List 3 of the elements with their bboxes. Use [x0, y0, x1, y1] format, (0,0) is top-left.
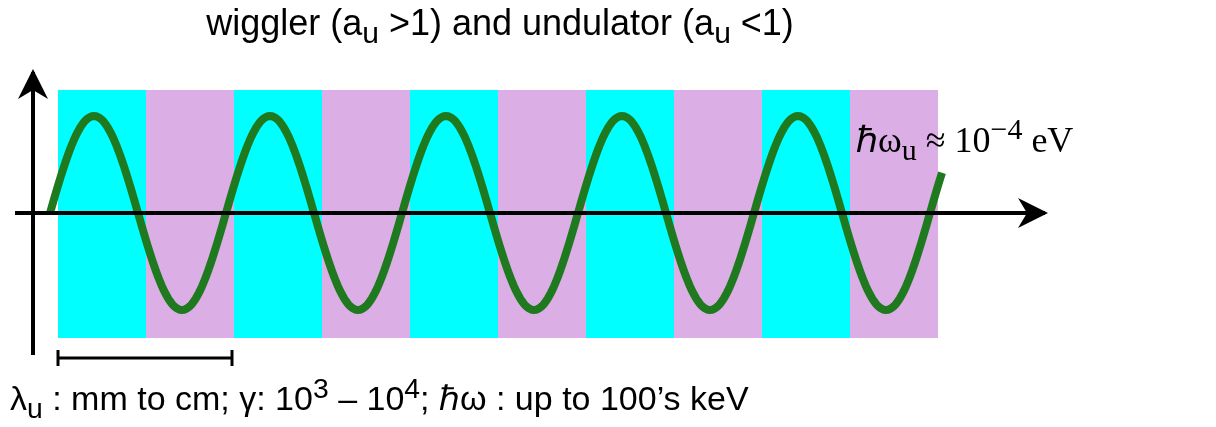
diagram-title: wiggler (a$_{u}$ >1) and undulator (a$_{u}$ <1) — [205, 2, 795, 51]
energy-label: ℏω$_{u}$ ≈ 10$^{−4}$ eV — [856, 112, 1074, 168]
parameter-label: λ$_{u}$ : mm to cm; γ: 10$^{3}$ – 10$^{4}$; ℏω : up to 100’s keV — [10, 372, 749, 426]
